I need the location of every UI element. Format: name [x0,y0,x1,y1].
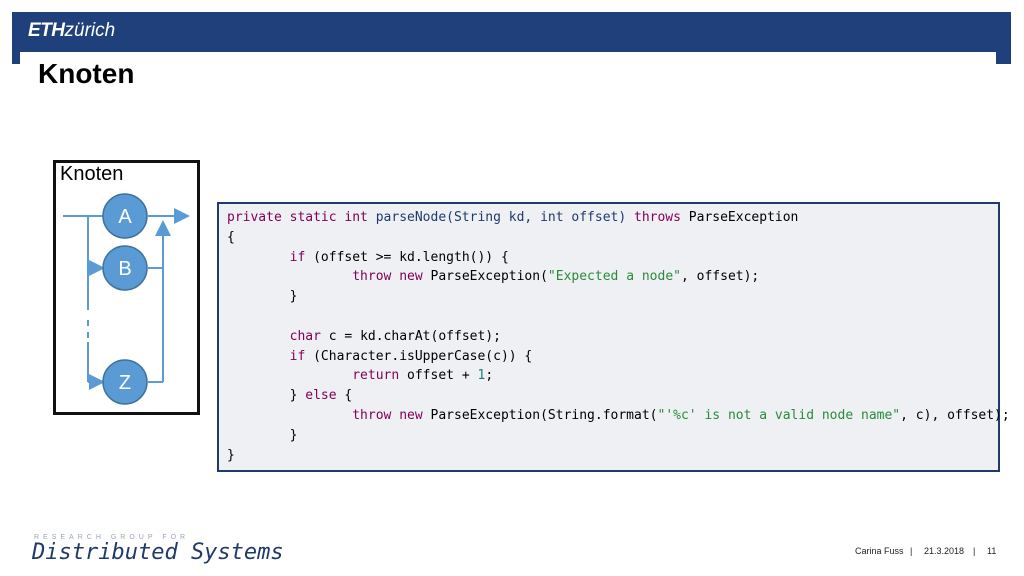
footer-sep-2: | [973,546,976,556]
node-b [102,245,148,291]
footer-author: Carina Fuss [855,546,904,556]
code-text: private static int parseNode(String kd, … [227,208,1010,465]
code-line: if (offset >= kd.length()) { [289,249,509,265]
node-z [102,359,148,405]
footer-research: RESEARCH GROUP FOR [34,534,190,541]
diagram-label: Knoten [60,163,124,185]
code-line-1-rest: ParseException [688,210,799,225]
eth-logo: ETHzürich [28,20,116,41]
title-band [20,52,996,100]
code-line: { [227,229,235,245]
node-b-label: B [118,258,131,280]
code-line: throw new ParseException("Expected a nod… [352,269,760,285]
code-line: char c = kd.charAt(offset); [289,328,501,344]
footer-group-name: Distributed Systems [32,540,284,565]
footer-date: 21.3.2018 [924,546,965,556]
code-line: } [227,447,235,463]
code-line: } [227,289,298,305]
code-line: } [227,427,298,443]
node-a [102,193,148,239]
node-a-label: A [118,206,132,228]
node-diagram: A B Z [63,193,190,405]
code-line: if (Character.isUpperCase(c)) { [289,348,533,364]
code-block: private static int parseNode(String kd, … [217,202,1010,472]
footer-page-number: 11 [987,546,997,556]
code-line: throw new ParseException(String.format("… [352,407,1010,423]
code-line: private static int parseNode(String kd, … [227,210,799,225]
page-title: Knoten [38,58,135,89]
code-line: return offset + 1; [352,368,494,384]
node-z-label: Z [119,372,131,394]
code-line: } else { [227,388,353,404]
footer-sep-1: | [910,546,913,556]
